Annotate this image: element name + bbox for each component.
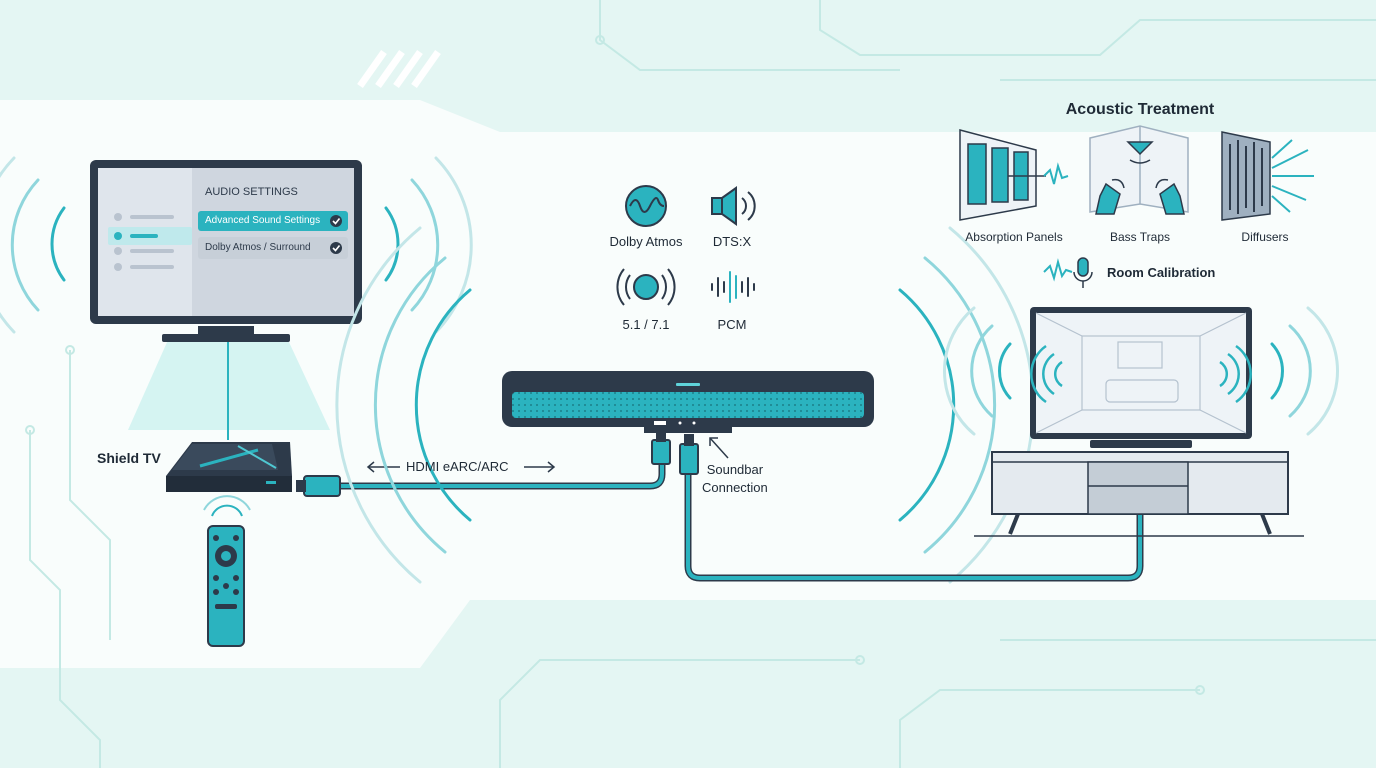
tv-menu-sidebar	[108, 213, 192, 271]
room-calibration-label: Room Calibration	[1107, 265, 1216, 280]
hdmi-direction-arrows	[366, 461, 556, 473]
soundbar-connection-label: Soundbar Connection	[702, 462, 768, 495]
format-label-surround: 5.1 / 7.1	[622, 317, 670, 332]
microphone-icon	[1043, 257, 1093, 288]
hdmi-cable-tv	[679, 434, 1149, 582]
tv-menu-item-highlight	[198, 211, 348, 259]
tv-sound-waves	[0, 156, 473, 334]
remote-control	[203, 495, 251, 647]
hdmi-connection-label: HDMI eARC/ARC	[406, 459, 509, 474]
format-label-pcm: PCM	[717, 317, 747, 332]
pcm-waveform-icon	[711, 271, 755, 303]
circuit-traces	[25, 0, 1376, 768]
decorative-stripes	[357, 49, 441, 89]
room-tv-sound-waves	[942, 306, 1340, 436]
bass-traps-icon	[1089, 125, 1189, 215]
acoustic-label-bass-traps: Bass Traps	[1109, 230, 1171, 244]
soundbar	[502, 371, 874, 433]
absorption-panels-icon	[959, 129, 1069, 221]
tv-cabinet	[974, 451, 1304, 537]
acoustic-treatment-title: Acoustic Treatment	[1065, 101, 1215, 118]
shield-tv-box	[166, 442, 292, 492]
tv-menu-title: AUDIO SETTINGS	[205, 186, 298, 198]
diffuser-icon	[1221, 131, 1314, 221]
format-label-dolby-atmos: Dolby Atmos	[609, 234, 683, 249]
shield-tv-label: Shield TV	[97, 450, 161, 466]
format-label-dtsx: DTS:X	[712, 234, 752, 249]
acoustic-label-absorption-panels: Absorption Panels	[965, 230, 1063, 244]
connection-pointer-arrow	[709, 437, 729, 459]
surround-icon	[616, 268, 676, 306]
hdmi-cable-shield	[296, 430, 671, 497]
tv-right	[1030, 307, 1252, 448]
tv-menu-item-dolby-surround: Dolby Atmos / Surround	[205, 242, 311, 253]
acoustic-label-diffusers: Diffusers	[1241, 230, 1289, 244]
dolby-atmos-wave-icon	[625, 185, 667, 227]
tv-menu-item-advanced-sound: Advanced Sound Settings	[205, 215, 321, 226]
speaker-icon	[711, 186, 756, 226]
